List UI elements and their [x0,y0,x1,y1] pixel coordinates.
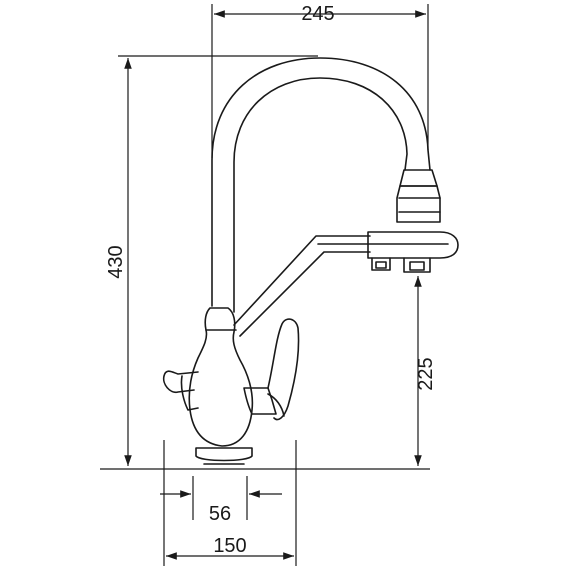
spout-inner-edge [233,77,408,313]
filter-arm-upper [233,235,371,326]
dim-label-150: 150 [213,535,246,557]
right-lever [243,387,277,415]
dim-label-225: 225 [415,357,437,390]
filter-arm-lower [239,251,371,337]
outlet-nozzle-main [403,257,431,273]
left-lever [162,370,199,394]
spout-outer-edge [211,57,431,307]
outlet-nozzle-small [371,257,391,271]
faucet-body [188,307,254,447]
faucet-base [195,447,253,462]
dim-label-430: 430 [105,245,127,278]
dim-label-56: 56 [209,503,231,525]
faucet-outline [162,57,459,465]
dim-label-245: 245 [301,3,334,25]
spout-head [396,185,441,223]
dimension-lines [100,4,430,566]
spout-head-collar [399,169,438,187]
outlet-housing [367,231,459,259]
